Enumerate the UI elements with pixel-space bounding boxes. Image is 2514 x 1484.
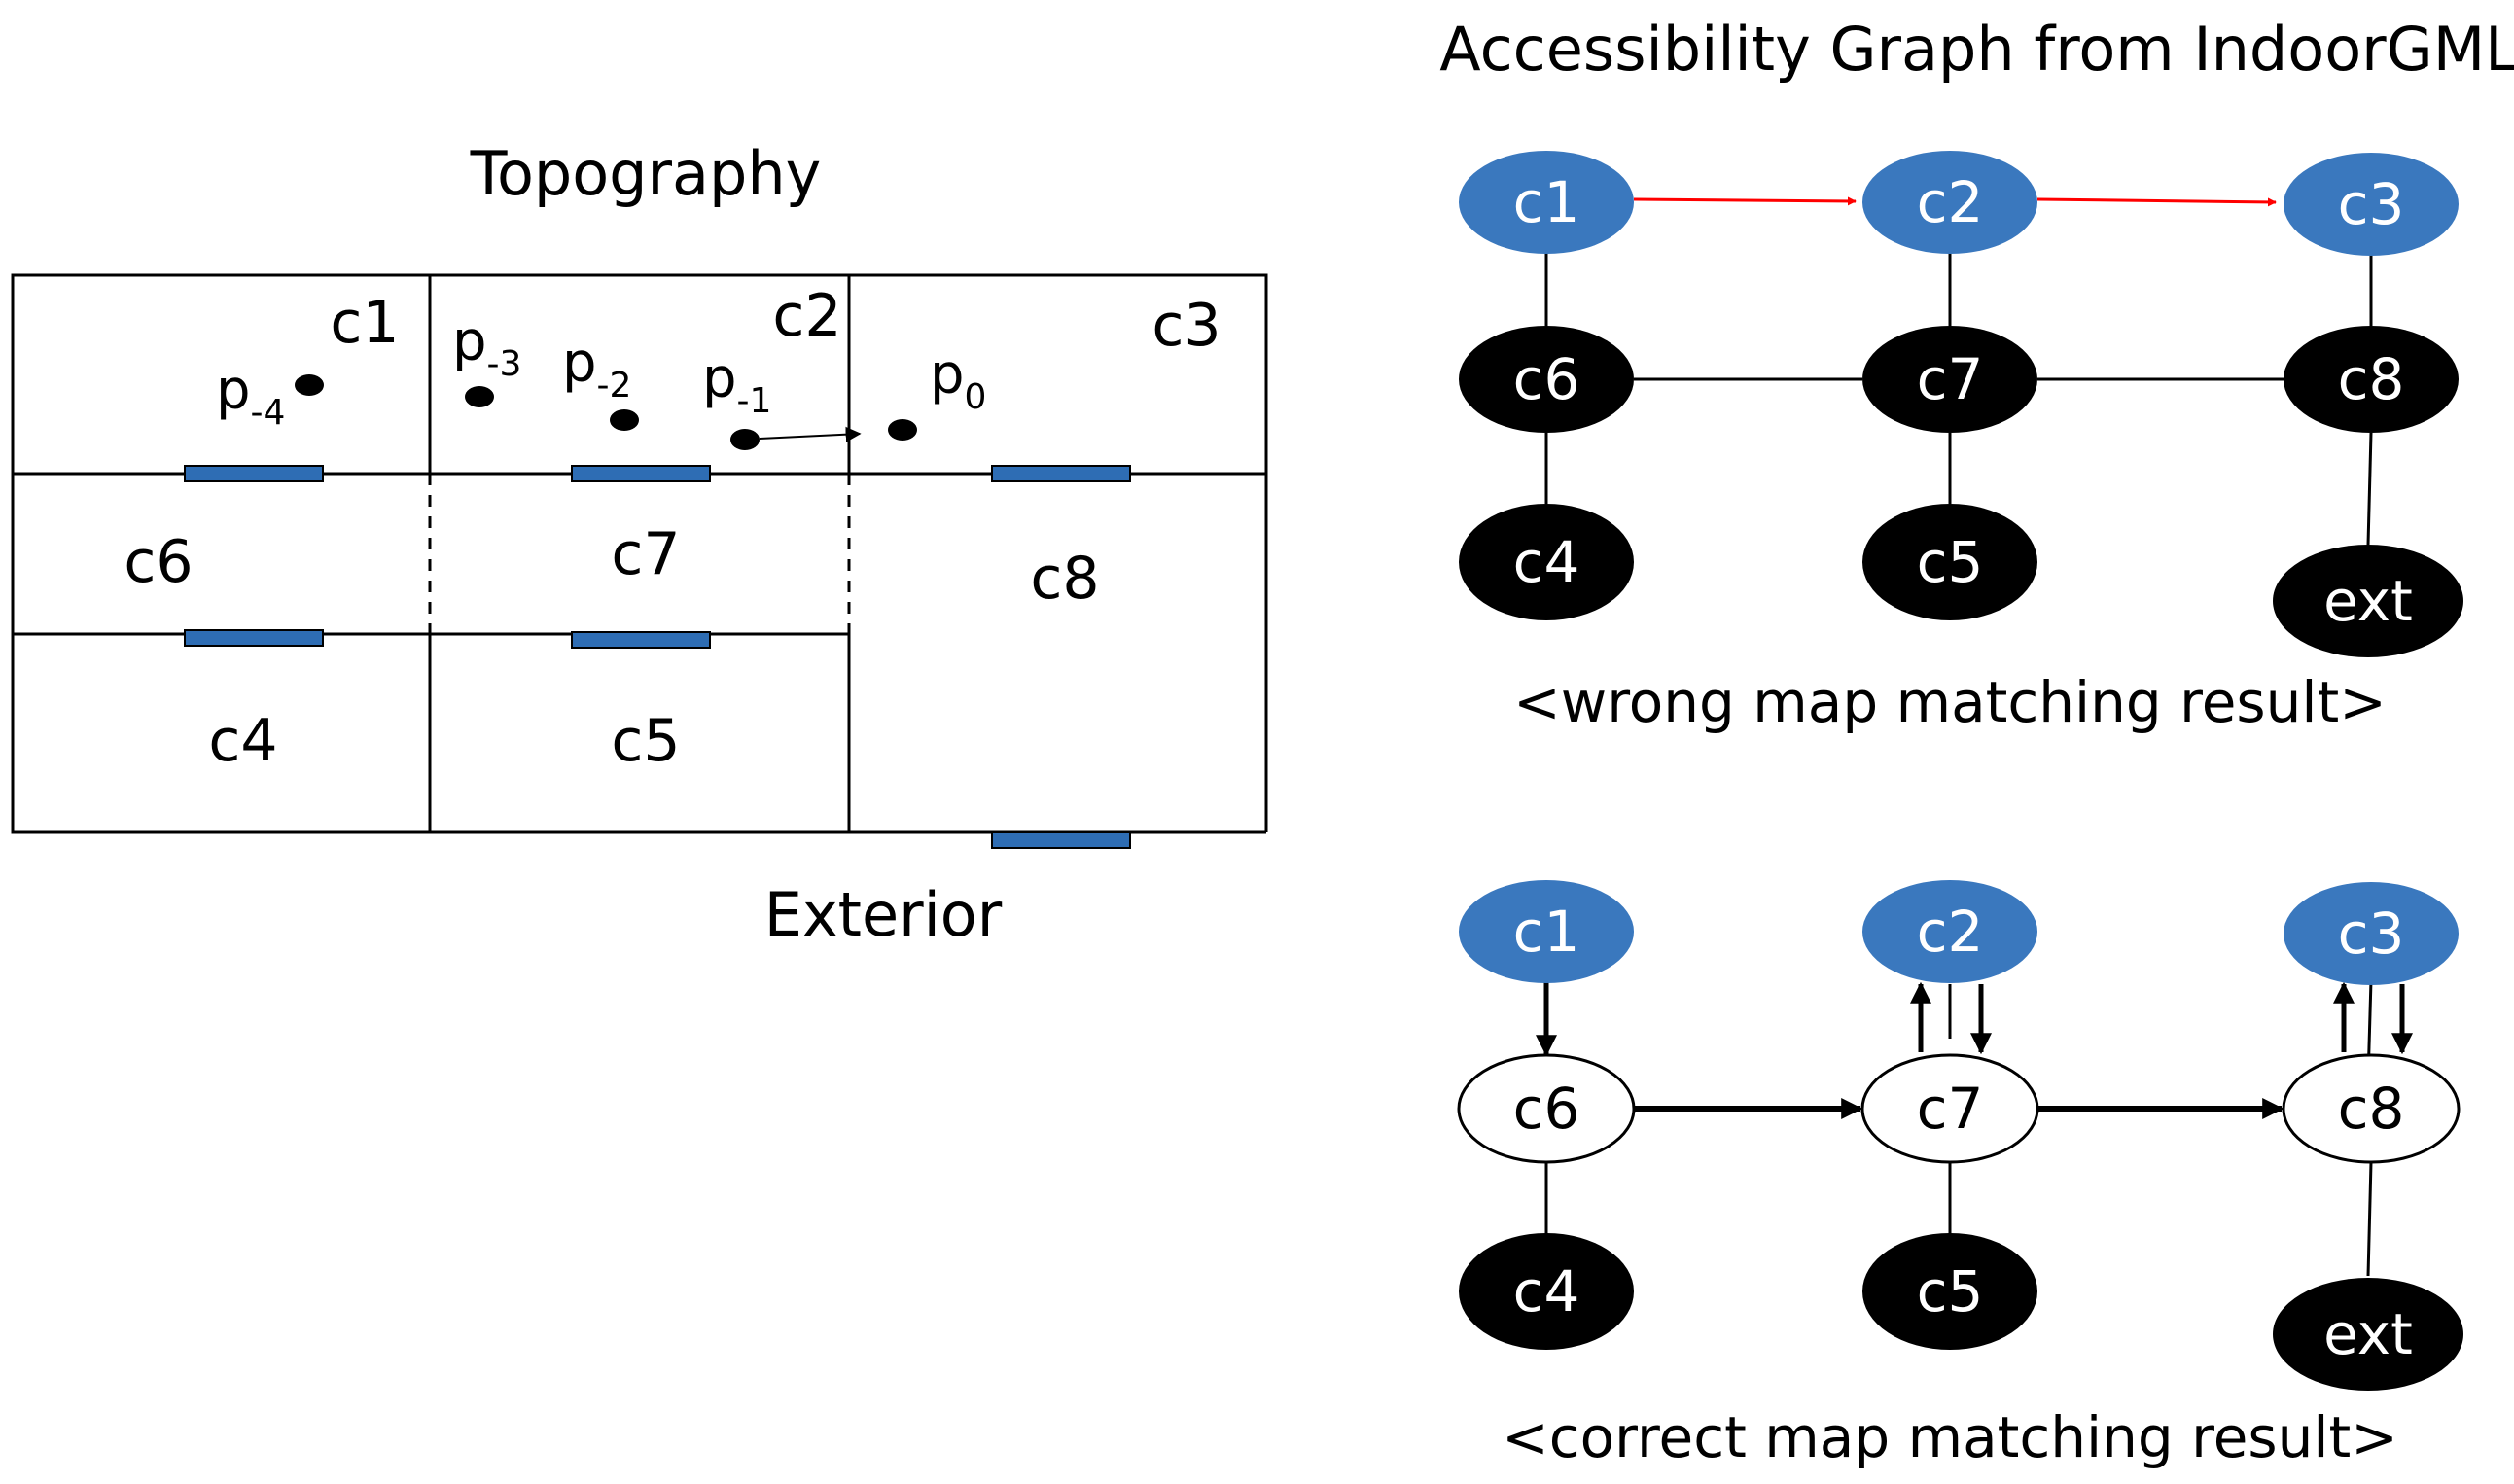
- door-c1-c6: [184, 465, 324, 482]
- node-label: c4: [1513, 1258, 1580, 1325]
- trajectory-points: [295, 374, 917, 450]
- room-label-c2: c2: [772, 282, 841, 350]
- wrong-graph: c1 c2 c3 c6 c7 c8 c4 c5 ext <wrong map m…: [1459, 151, 2463, 735]
- door-c8-ext: [991, 831, 1131, 849]
- point-dot: [730, 429, 760, 450]
- point-label-p-3: p-3: [452, 310, 521, 384]
- exterior-label: Exterior: [764, 879, 1003, 950]
- door-c6-c4: [184, 629, 324, 647]
- node-label: c3: [2338, 901, 2405, 967]
- node-label: c7: [1917, 346, 1984, 412]
- node-label: c7: [1917, 1076, 1984, 1142]
- wrong-caption: <wrong map matching result>: [1513, 669, 2387, 735]
- point-label-p-2: p-2: [562, 332, 631, 406]
- topography-panel: Topography c1 c2 c3 c6 c7 c8: [11, 138, 1268, 950]
- correct-node-c4: c4: [1459, 1233, 1634, 1350]
- edge: [2366, 1161, 2373, 1277]
- correct-graph: c1 c2 c3 c6 c7 c8 c4 c5 ext <correct map…: [1457, 880, 2463, 1470]
- room-label-c5: c5: [611, 707, 680, 775]
- node-label: c8: [2338, 1076, 2405, 1142]
- correct-caption: <correct map matching result>: [1502, 1404, 2398, 1470]
- node-label: c1: [1513, 899, 1580, 965]
- node-label: c5: [1917, 1258, 1984, 1325]
- door-c3-c8: [991, 465, 1131, 482]
- correct-node-c1: c1: [1459, 880, 1634, 983]
- room-label-c3: c3: [1151, 292, 1221, 360]
- room-label-c7: c7: [611, 520, 680, 588]
- wrong-node-c7: c7: [1862, 326, 2037, 433]
- wrong-node-c3: c3: [2284, 153, 2459, 256]
- doors: [184, 465, 1131, 849]
- correct-node-c3: c3: [2284, 882, 2459, 985]
- correct-node-c6: c6: [1457, 1053, 1636, 1164]
- room-label-c8: c8: [1030, 545, 1099, 613]
- point-dot: [295, 374, 324, 396]
- node-label: c3: [2338, 171, 2405, 237]
- correct-node-ext: ext: [2273, 1278, 2463, 1391]
- wrong-node-c4: c4: [1459, 504, 1634, 620]
- correct-node-c5: c5: [1862, 1233, 2037, 1350]
- node-label: c8: [2338, 346, 2405, 412]
- node-label: c2: [1917, 899, 1984, 965]
- correct-node-c7: c7: [1860, 1053, 2039, 1164]
- node-label: ext: [2323, 568, 2413, 634]
- node-label: c2: [1917, 169, 1984, 235]
- point-dot: [465, 386, 494, 407]
- node-label: ext: [2323, 1301, 2413, 1367]
- node-label: c5: [1917, 529, 1984, 595]
- correct-node-c8: c8: [2282, 1053, 2461, 1164]
- point-dot: [610, 409, 639, 431]
- edge: [2366, 432, 2373, 546]
- node-label: c6: [1513, 346, 1580, 412]
- correct-node-c2: c2: [1862, 880, 2037, 983]
- wrong-node-c8: c8: [2284, 326, 2459, 433]
- room-label-c6: c6: [124, 528, 193, 596]
- door-c7-c5: [571, 631, 711, 649]
- point-dot: [888, 419, 917, 441]
- node-label: c1: [1513, 169, 1580, 235]
- graph-title: Accessibility Graph from IndoorGML: [1439, 14, 2514, 85]
- point-label-p-1: p-1: [702, 347, 771, 421]
- topography-title: Topography: [470, 138, 822, 209]
- wrong-edge-c1-c2: [1633, 196, 1857, 206]
- node-label: c4: [1513, 529, 1580, 595]
- node-label: c6: [1513, 1076, 1580, 1142]
- wrong-node-c6: c6: [1459, 326, 1634, 433]
- wrong-edges: [1544, 248, 2373, 546]
- wrong-node-ext: ext: [2273, 545, 2463, 657]
- wrong-node-c5: c5: [1862, 504, 2037, 620]
- wrong-edge-c2-c3: [2036, 197, 2277, 207]
- wrong-node-c1: c1: [1459, 151, 1634, 254]
- point-label-p-4: p-4: [216, 359, 285, 433]
- room-label-c4: c4: [208, 707, 277, 775]
- wrong-node-c2: c2: [1862, 151, 2037, 254]
- trajectory-arrow: [759, 426, 862, 442]
- room-label-c1: c1: [330, 289, 399, 357]
- point-label-p0: p0: [930, 343, 986, 417]
- door-c2-c7: [571, 465, 711, 482]
